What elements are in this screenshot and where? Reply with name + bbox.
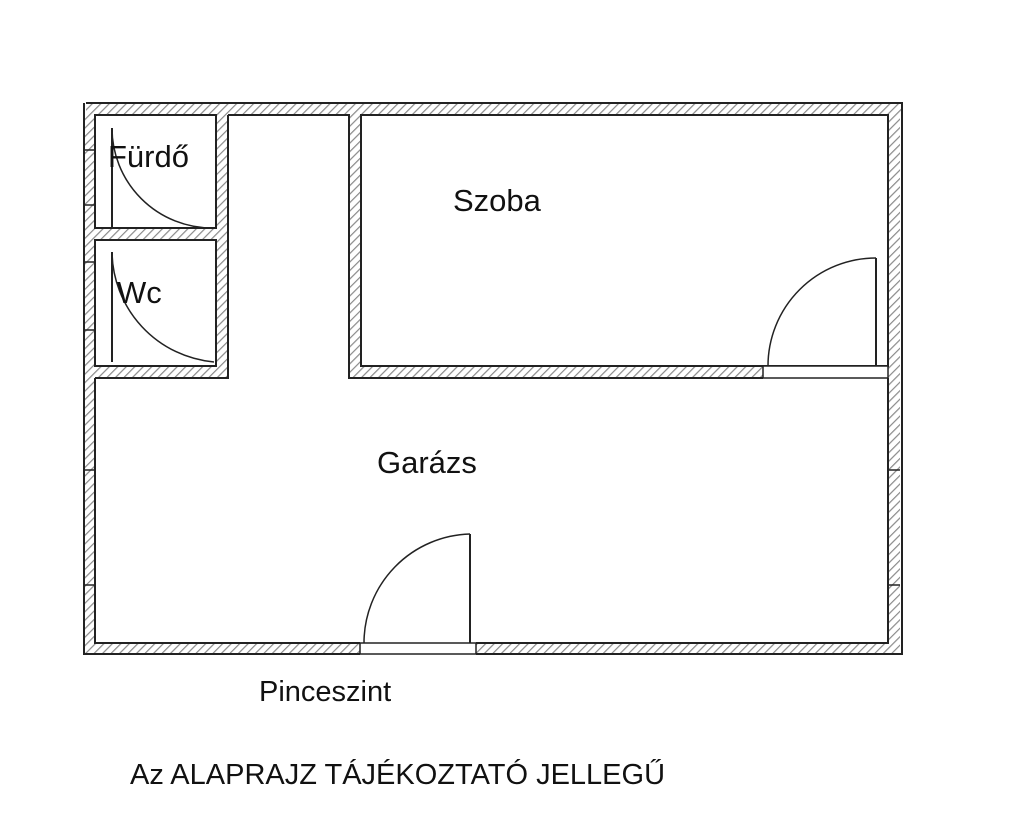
garage-label: Garázs <box>377 445 477 480</box>
wall-bath-wc-right <box>216 113 228 378</box>
wall-right-upper <box>888 113 900 378</box>
wall-left-upper <box>84 113 95 368</box>
wall-top <box>86 103 902 115</box>
window-marks <box>84 149 900 586</box>
wall-wc-bottom <box>86 366 228 378</box>
wall-bath-wc-partition <box>86 228 218 240</box>
door-garage <box>359 533 477 655</box>
bathroom-label: Fürdő <box>108 139 189 174</box>
wall-bottom-left <box>84 643 360 654</box>
disclaimer-text: Az ALAPRAJZ TÁJÉKOZTATÓ JELLEGŰ <box>130 758 665 791</box>
level-label: Pinceszint <box>259 676 391 708</box>
door-room <box>762 257 889 379</box>
wall-room-left <box>349 113 361 378</box>
wc-label: Wc <box>117 275 162 310</box>
door-bathroom <box>111 127 213 229</box>
wall-left-lower <box>84 368 95 654</box>
door-wc <box>111 251 215 363</box>
wall-bottom-right <box>476 643 900 654</box>
room-label: Szoba <box>453 183 542 218</box>
wall-room-bottom-left <box>349 366 763 378</box>
wall-right-lower <box>888 378 900 654</box>
